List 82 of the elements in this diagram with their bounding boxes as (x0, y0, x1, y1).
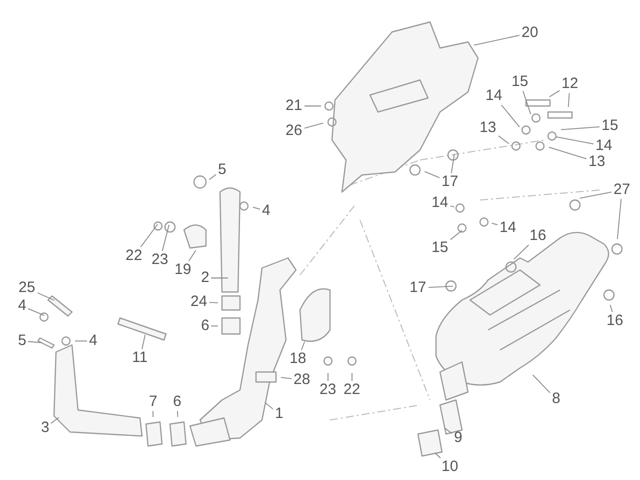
leader-line (304, 122, 324, 129)
callout-number: 28 (294, 372, 310, 388)
leader-line (513, 244, 530, 260)
leader-line (428, 286, 454, 288)
callout-number: 6 (201, 318, 210, 334)
callout-number: 8 (552, 391, 560, 407)
callout-number: 17 (410, 280, 426, 296)
leader-line (50, 416, 60, 424)
leader-line (450, 205, 455, 208)
leader-line (424, 171, 440, 178)
leader-line (498, 135, 510, 144)
leader-line (300, 341, 306, 350)
leader-line (444, 428, 452, 434)
callout-number: 18 (290, 351, 306, 367)
callout-number: 13 (588, 154, 606, 170)
leader-line (28, 341, 42, 344)
callout-number: 17 (442, 174, 458, 190)
callout-number: 14 (432, 195, 448, 211)
callout-number: 4 (262, 203, 270, 219)
callout-number: 15 (602, 118, 618, 134)
callout-number: 10 (442, 459, 458, 475)
callout-number: 19 (174, 262, 192, 278)
leader-line (177, 410, 178, 418)
callout-number: 20 (522, 25, 538, 41)
callout-number: 6 (173, 394, 182, 410)
callout-number: 13 (480, 120, 496, 136)
callout-number: 2 (201, 270, 210, 286)
callout-number: 22 (126, 248, 142, 264)
callout-number: 9 (454, 430, 462, 446)
leader-line (548, 146, 587, 160)
callout-number: 15 (432, 240, 448, 256)
leader-line (264, 402, 274, 410)
leader-line (450, 230, 462, 240)
callout-number: 5 (18, 333, 26, 349)
leader-line (500, 104, 520, 128)
callout-number: 23 (152, 252, 168, 268)
leader-line (37, 292, 55, 301)
leader-line (491, 222, 498, 226)
leader-line (555, 136, 594, 144)
leader-line (142, 334, 146, 350)
leader-line (74, 340, 88, 342)
leader-line (209, 302, 218, 304)
leader-line (548, 90, 560, 98)
leader-line (252, 206, 260, 210)
callout-number: 5 (218, 162, 226, 178)
leader-line (532, 374, 550, 394)
leader-line (280, 377, 292, 380)
leader-line (560, 126, 600, 130)
leader-line (28, 308, 45, 316)
callout-number: 11 (132, 350, 148, 366)
callout-number: 3 (41, 420, 50, 436)
callout-number: 14 (486, 88, 502, 104)
callout-number: 21 (286, 98, 302, 114)
leader-line (152, 410, 154, 418)
leader-line (140, 224, 158, 248)
leader-line (434, 452, 441, 458)
leader-line (568, 92, 570, 108)
leader-line (610, 304, 613, 312)
callout-number: 14 (596, 138, 612, 154)
callout-number: 14 (500, 220, 516, 236)
callout-number: 4 (89, 333, 98, 349)
callout-number: 7 (149, 394, 158, 410)
leader-line (616, 198, 622, 240)
leader-line (162, 224, 170, 252)
callout-number: 1 (275, 406, 284, 422)
callout-number: 16 (606, 313, 624, 329)
callout-number: 25 (18, 280, 36, 296)
callout-number: 4 (18, 298, 26, 314)
leader-line (579, 192, 612, 199)
leader-line (188, 250, 196, 262)
callout-number: 27 (614, 182, 630, 198)
leader-line (522, 90, 532, 115)
leader-line (450, 154, 455, 174)
callout-number: 22 (344, 382, 360, 398)
leader-line (473, 34, 520, 46)
callout-number: 12 (562, 76, 578, 92)
callout-number: 26 (286, 123, 302, 139)
callout-number: 15 (512, 74, 528, 90)
callout-number: 24 (190, 294, 208, 310)
leader-line (208, 174, 216, 180)
callout-number: 16 (530, 228, 546, 244)
callout-number: 23 (320, 382, 336, 398)
